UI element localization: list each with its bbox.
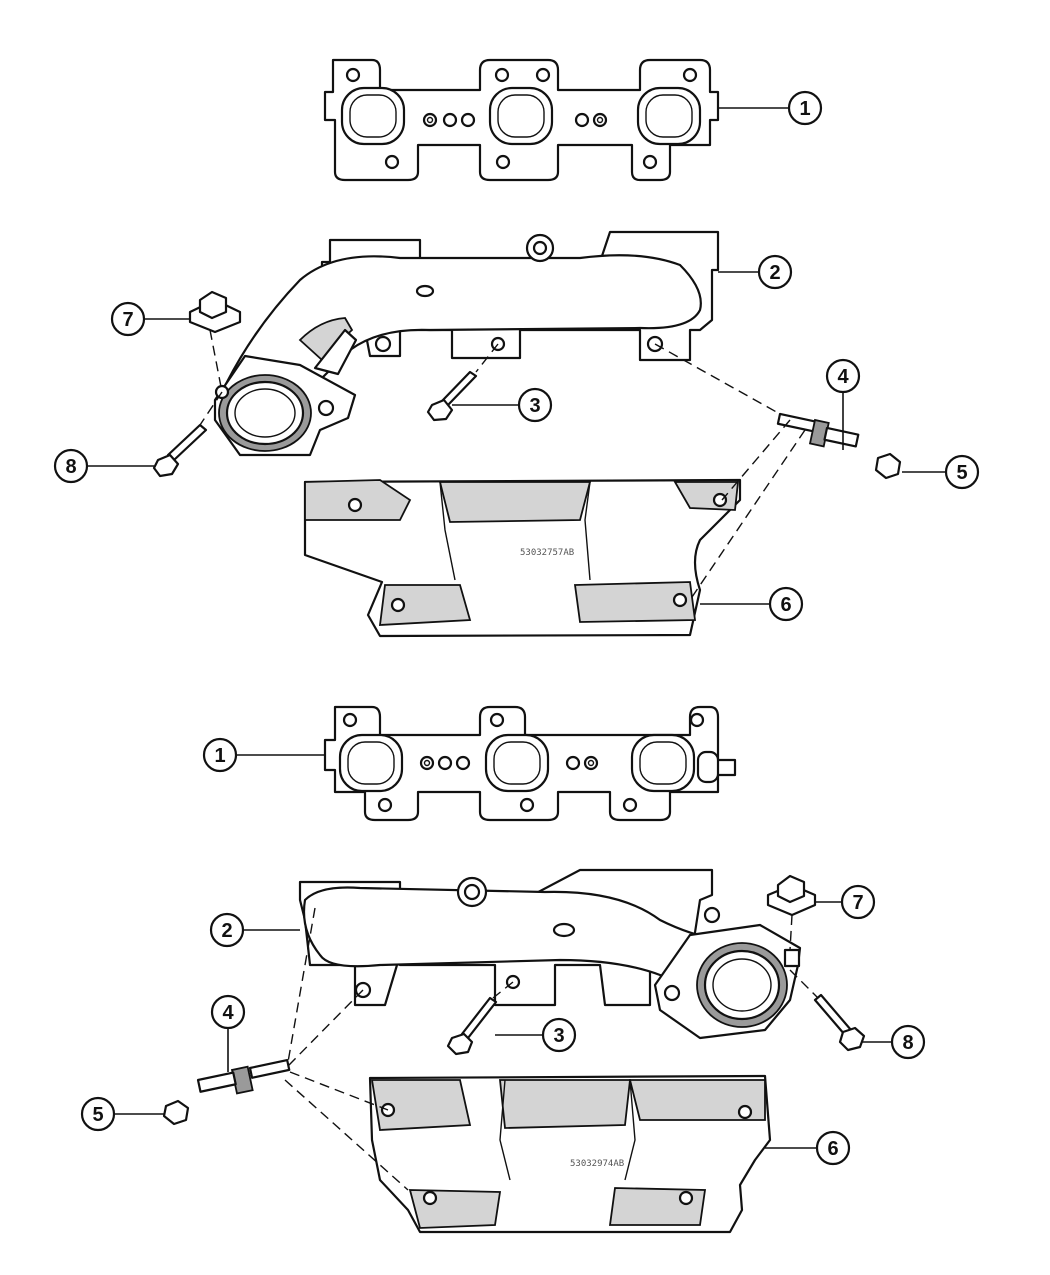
callout-1-lower: 1 [202,737,238,773]
upper-stud-4 [776,412,860,448]
callout-6-lower: 6 [815,1130,851,1166]
lower-nut-5 [162,1099,190,1126]
svg-text:2: 2 [769,262,780,284]
callout-2-upper: 2 [757,254,793,290]
svg-text:7: 7 [122,309,133,331]
callout-6-upper: 6 [768,586,804,622]
callout-4-upper: 4 [825,358,861,394]
svg-text:6: 6 [827,1138,838,1160]
svg-text:8: 8 [902,1032,913,1054]
lower-shield-stamp: 53032974AB [570,1159,624,1169]
svg-text:5: 5 [956,462,967,484]
upper-nut-5 [874,452,902,480]
callout-2-lower: 2 [209,912,245,948]
upper-nut-7 [188,290,242,334]
lower-manifold [298,868,802,1040]
callout-3-upper: 3 [517,387,553,423]
lower-bolt-8 [813,993,866,1052]
svg-text:1: 1 [799,98,810,120]
callout-3-lower: 3 [541,1017,577,1053]
lower-bolt-3 [446,996,498,1056]
lower-gasket [323,705,737,822]
svg-text:3: 3 [553,1025,564,1047]
upper-bolt-8 [152,423,208,478]
lower-heat-shield: 53032974AB [368,1074,772,1234]
svg-text:3: 3 [529,395,540,417]
svg-text:8: 8 [65,456,76,478]
upper-gasket [323,58,720,182]
callout-7-lower: 7 [840,884,876,920]
svg-text:4: 4 [222,1002,234,1024]
lower-stud-4 [196,1058,291,1095]
upper-bolt-3 [426,370,478,422]
upper-shield-stamp: 53032757AB [520,548,574,558]
svg-text:7: 7 [852,892,863,914]
svg-text:2: 2 [221,920,232,942]
lower-nut-7 [766,874,817,917]
upper-heat-shield: 53032757AB [303,478,742,638]
callout-1-upper: 1 [787,90,823,126]
svg-text:4: 4 [837,366,849,388]
callout-8-upper: 8 [53,448,89,484]
callout-8-lower: 8 [890,1024,926,1060]
upper-manifold [213,230,720,457]
callout-4-lower: 4 [210,994,246,1030]
svg-text:6: 6 [780,594,791,616]
callout-5-lower: 5 [80,1096,116,1132]
callout-5-upper: 5 [944,454,980,490]
svg-text:5: 5 [92,1104,103,1126]
svg-text:1: 1 [214,745,225,767]
callout-7-upper: 7 [110,301,146,337]
